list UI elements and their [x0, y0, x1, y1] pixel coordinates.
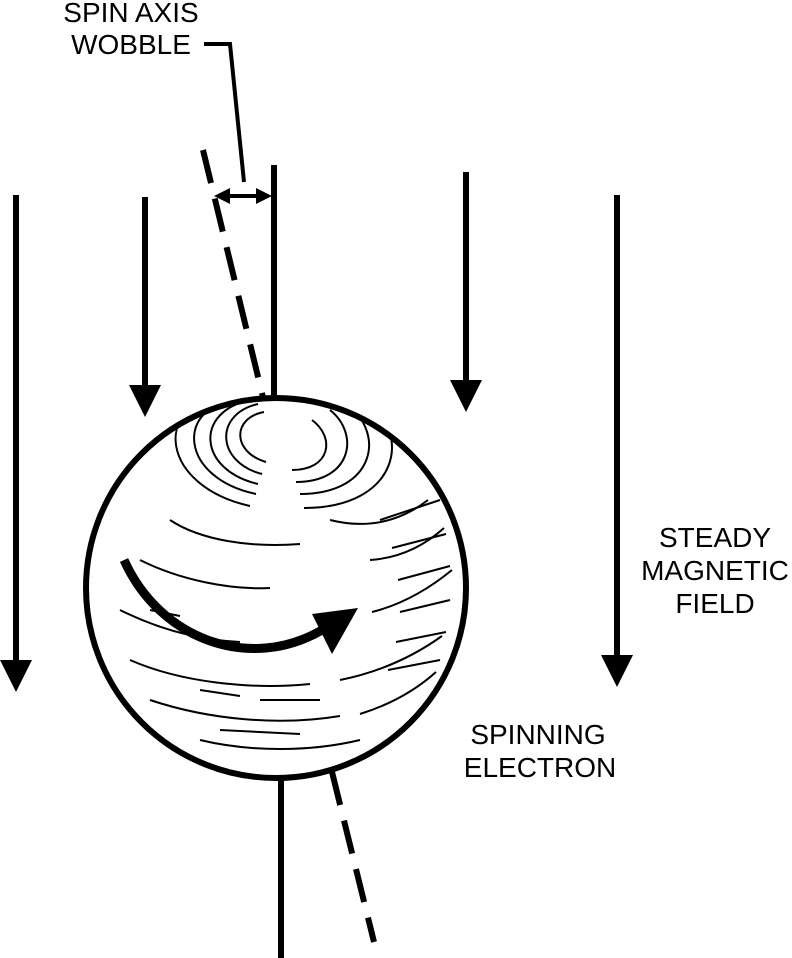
- wobble-axis-bottom: [329, 771, 377, 943]
- electron-label-line2: ELECTRON: [464, 752, 616, 783]
- wobble-double-arrow: [214, 188, 272, 204]
- field-label-line1: STEADY: [659, 522, 771, 553]
- electron-sphere: [83, 395, 469, 781]
- field-arrow-3: [450, 172, 482, 412]
- field-arrow-2: [129, 197, 161, 417]
- field-arrow-4: [601, 195, 633, 687]
- field-label-line2: MAGNETIC: [641, 555, 789, 586]
- wobble-axis-top: [200, 149, 271, 419]
- sphere-shading: [119, 398, 453, 750]
- wobble-label-line1: SPIN AXIS: [63, 0, 198, 28]
- wobble-leader-line: [204, 42, 246, 183]
- electron-label-line1: SPINNING: [470, 719, 605, 750]
- field-arrow-1: [0, 195, 32, 692]
- wobble-label-line2: WOBBLE: [71, 29, 191, 60]
- field-label-line3: FIELD: [675, 588, 754, 619]
- spin-direction-arrow: [119, 558, 358, 654]
